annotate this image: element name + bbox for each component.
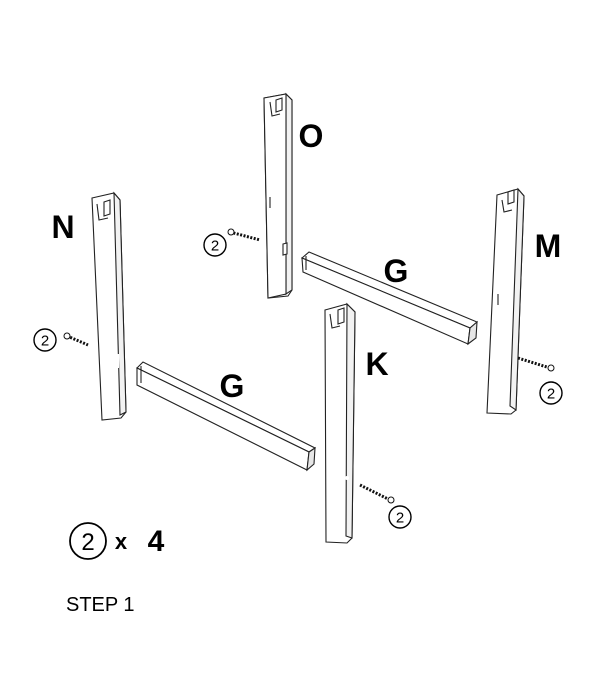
step-label: STEP 1 [66, 594, 135, 616]
screw-k [359, 483, 395, 504]
callout-label: 2 [41, 333, 49, 350]
leg-n [91, 191, 127, 421]
hardware-legend: 2 x 4 [69, 522, 165, 560]
leg-o [263, 92, 293, 299]
callout-label: 2 [547, 386, 555, 403]
label-leg-m: M [535, 228, 562, 264]
label-leg-n: N [51, 209, 74, 245]
callout-label: 2 [211, 238, 219, 255]
legend-multiplier: x [115, 529, 128, 554]
leg-m [486, 187, 525, 415]
rail-g-back [300, 251, 479, 346]
callout-screw-k: 2 [388, 505, 412, 529]
screw-n [63, 332, 89, 347]
label-rail-back: G [384, 253, 409, 289]
legend-symbol: 2 [81, 529, 94, 556]
callout-screw-n: 2 [33, 328, 57, 352]
legend-count: 4 [148, 525, 165, 558]
leg-k [324, 302, 356, 544]
label-rail-front: G [220, 368, 245, 404]
screw-m [517, 356, 555, 372]
callout-screw-o: 2 [203, 233, 227, 257]
callout-label: 2 [396, 510, 404, 527]
screw-o [227, 228, 261, 242]
label-leg-o: O [299, 118, 324, 154]
label-leg-k: K [365, 346, 388, 382]
callout-screw-m: 2 [539, 381, 563, 405]
rail-g-front [136, 361, 317, 472]
